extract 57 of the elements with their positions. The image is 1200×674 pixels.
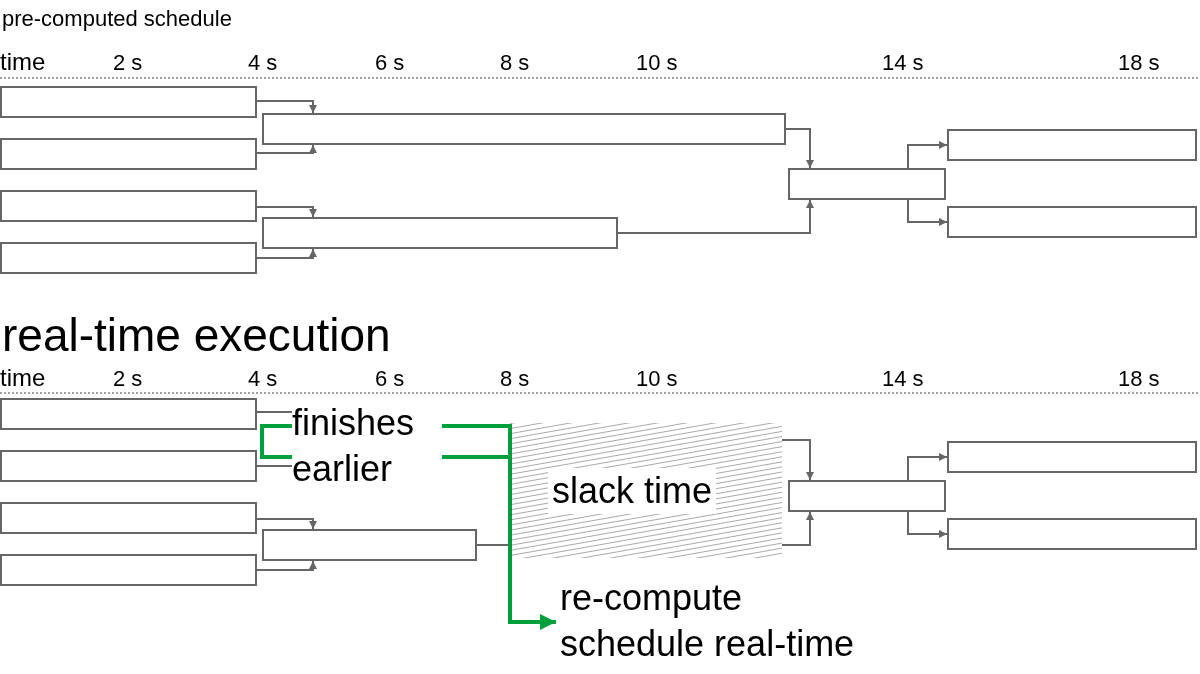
- connector-line: [256, 411, 293, 413]
- tick-label: 4 s: [248, 52, 278, 74]
- tick-label: 6 s: [375, 368, 405, 390]
- connector-arrow: [781, 439, 814, 481]
- connector-arrow: [785, 128, 814, 169]
- tick-label: 8 s: [500, 52, 530, 74]
- task-bar: [0, 190, 257, 222]
- connector-arrow: [907, 453, 948, 481]
- connector-arrow: [256, 518, 317, 530]
- tick-label: 6 s: [375, 52, 405, 74]
- slack-label: slack time: [548, 468, 717, 514]
- task-bar: [0, 502, 257, 534]
- task-bar: [788, 480, 946, 512]
- connector-arrow: [617, 199, 814, 234]
- tick-label: 8 s: [500, 368, 530, 390]
- annotation-text: re-compute schedule real-time: [560, 576, 856, 666]
- task-bar: [0, 138, 257, 170]
- task-bar: [0, 450, 257, 482]
- tick-label: 4 s: [248, 368, 278, 390]
- connector-arrow: [256, 144, 317, 154]
- task-bar: [0, 554, 257, 586]
- connector-arrow: [907, 141, 948, 169]
- tick-label: 10 s: [636, 52, 678, 74]
- connector-arrow: [256, 100, 317, 114]
- task-bar: [947, 129, 1197, 161]
- task-bar: [0, 242, 257, 274]
- connector-arrow: [440, 424, 556, 630]
- section-heading: real-time execution: [2, 312, 391, 358]
- task-bar: [0, 398, 257, 430]
- axis-label: time: [0, 50, 46, 74]
- section-heading: pre-computed schedule: [2, 8, 232, 30]
- task-bar: [0, 86, 257, 118]
- tick-label: 10 s: [636, 368, 678, 390]
- connector-arrow: [907, 511, 948, 538]
- connector-arrow: [781, 511, 814, 546]
- tick-label: 2 s: [113, 52, 143, 74]
- tick-label: 18 s: [1118, 368, 1160, 390]
- task-bar: [788, 168, 946, 200]
- connector-line: [476, 544, 511, 546]
- tick-label: 2 s: [113, 368, 143, 390]
- tick-label: 14 s: [882, 52, 924, 74]
- slack-time-area: [510, 423, 782, 558]
- task-bar: [262, 529, 477, 561]
- annotation-text: finishes earlier: [292, 401, 416, 491]
- task-bar: [947, 518, 1197, 550]
- axis-label: time: [0, 366, 46, 390]
- connector-arrow: [256, 560, 317, 571]
- connector-arrow: [907, 199, 948, 226]
- task-bar: [947, 206, 1197, 238]
- connector-line: [256, 465, 293, 467]
- tick-label: 14 s: [882, 368, 924, 390]
- task-bar: [947, 441, 1197, 473]
- task-bar: [262, 217, 618, 249]
- tick-label: 18 s: [1118, 52, 1160, 74]
- task-bar: [262, 113, 786, 145]
- connector-arrow: [256, 248, 317, 259]
- connector-arrow: [256, 206, 317, 218]
